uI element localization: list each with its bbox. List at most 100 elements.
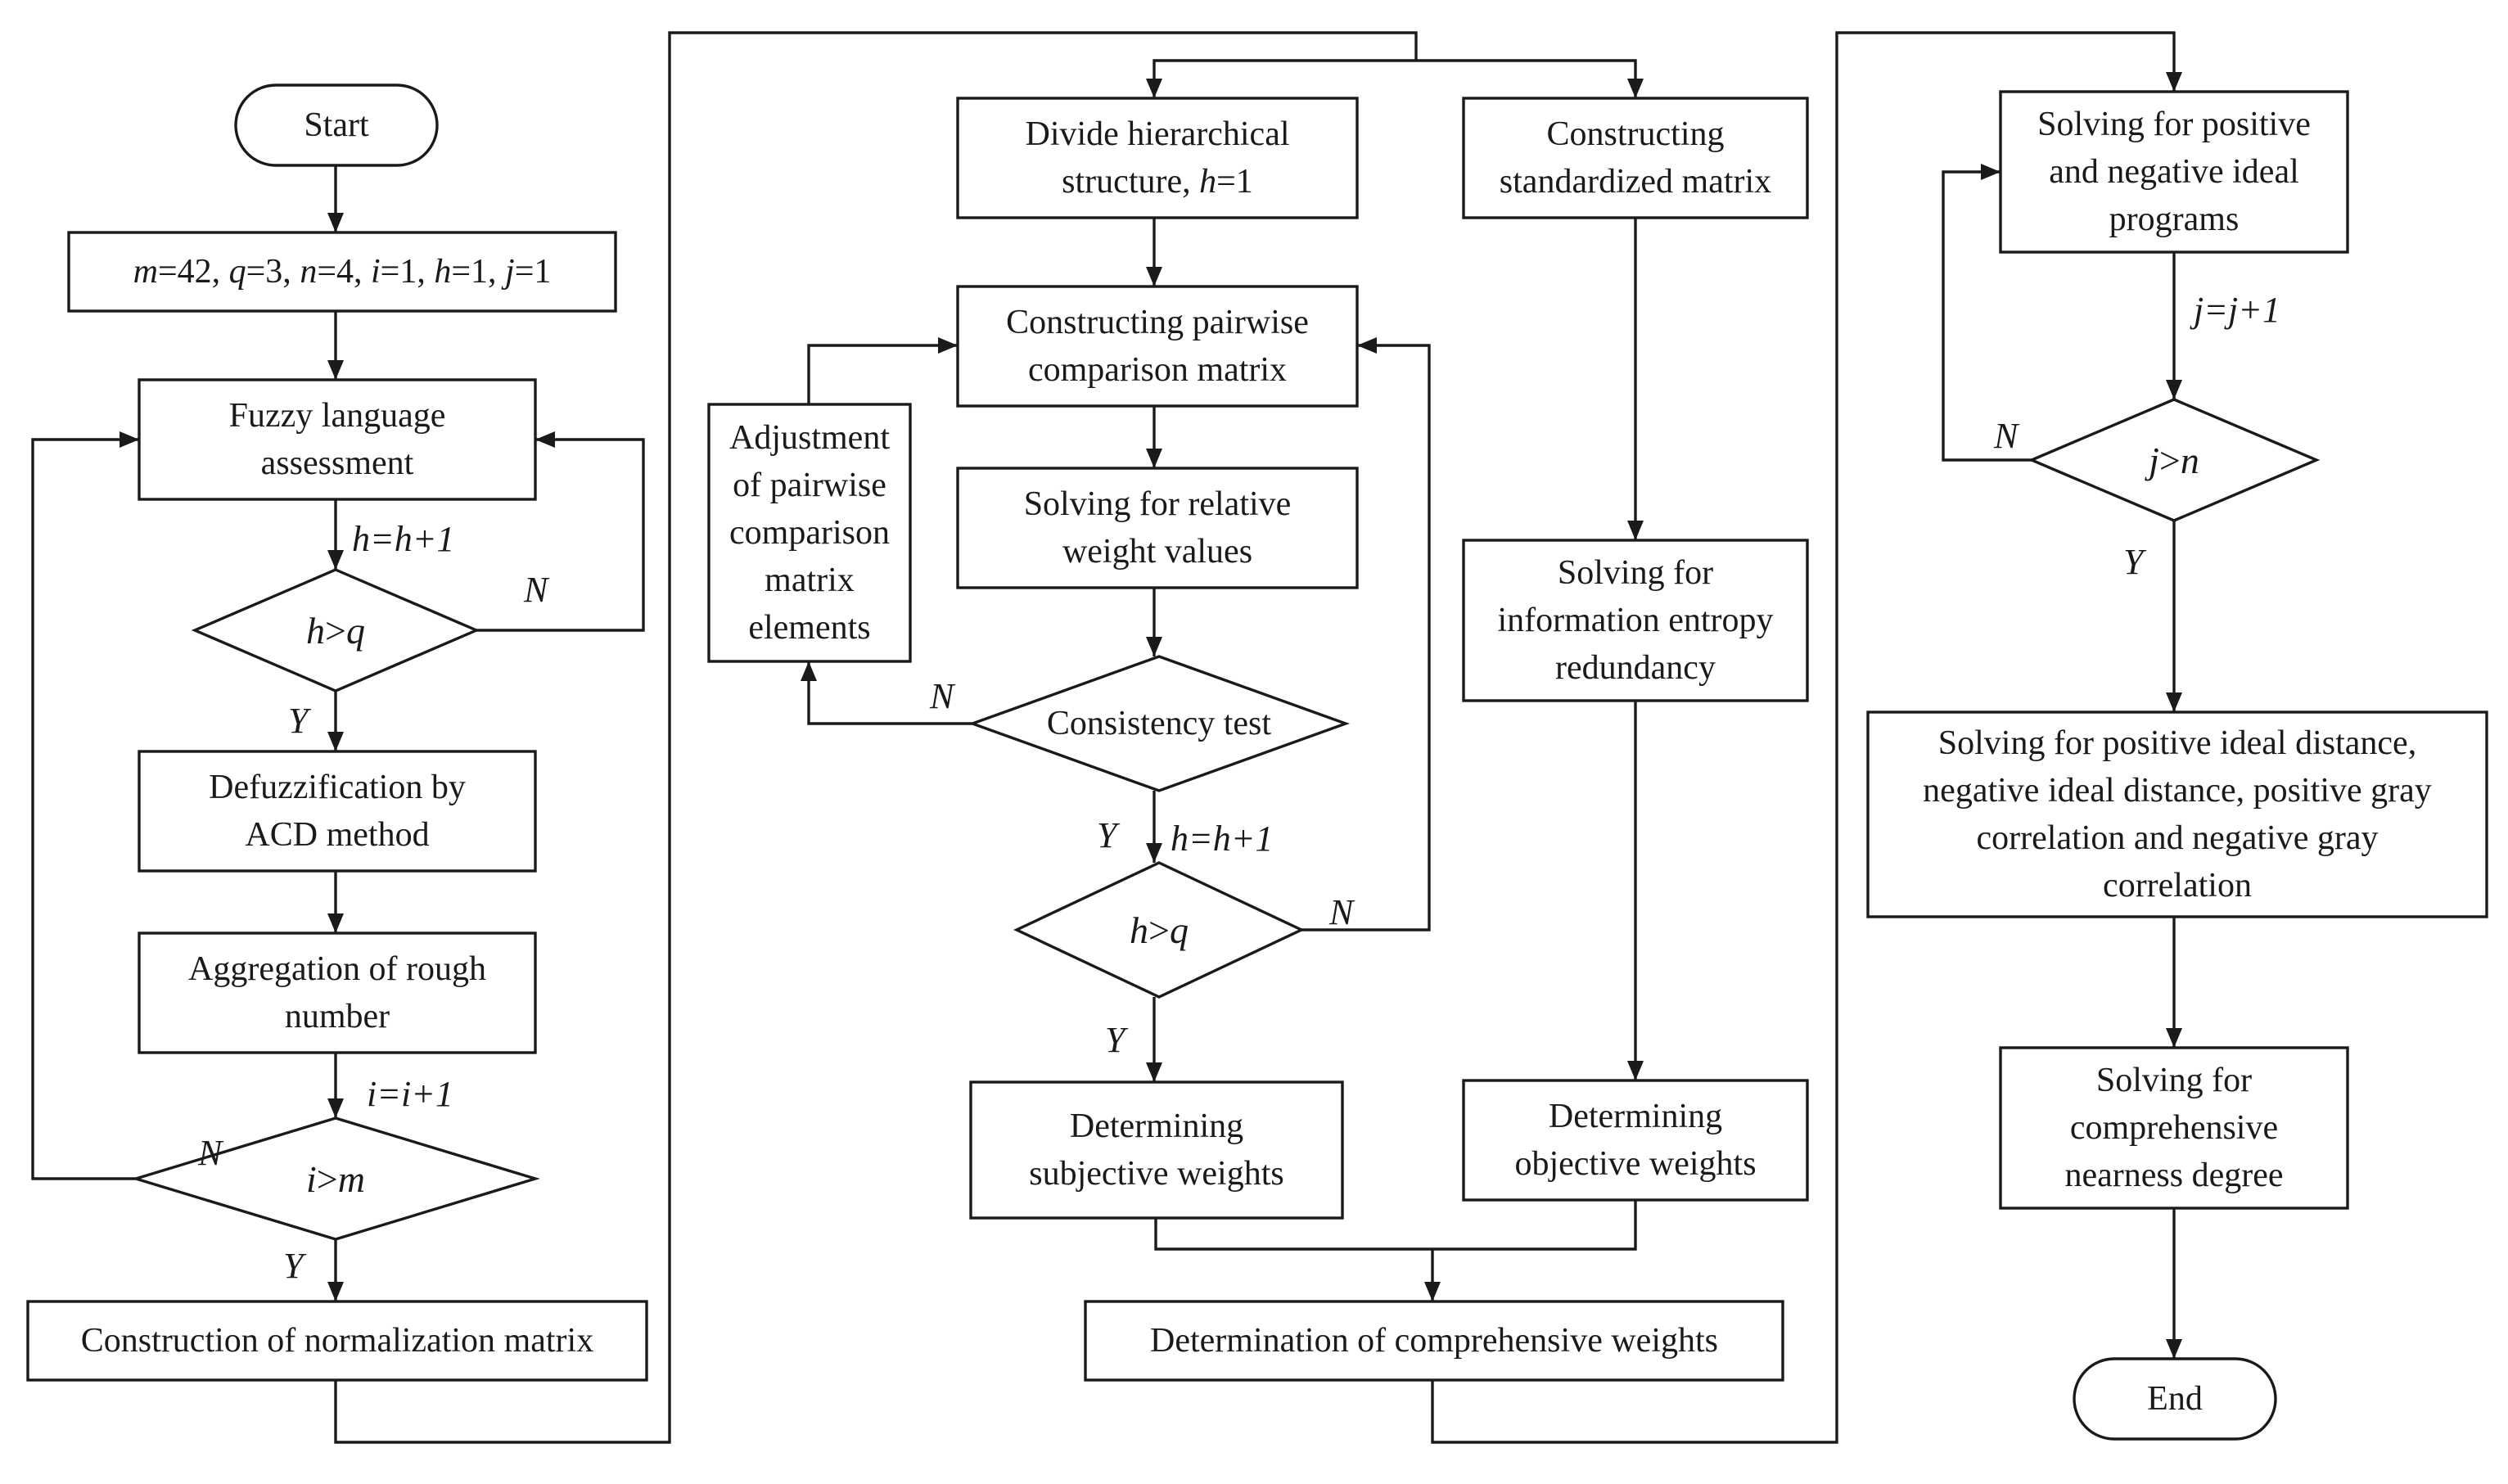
label-j-yes: Y: [2123, 542, 2147, 582]
c1-start-init-arrowhead: [327, 213, 344, 232]
c1-fuzzy-hcond-arrowhead: [327, 550, 344, 570]
adjust-pairwise-box-text: comparison: [729, 514, 890, 552]
nearness-degree-box-text: Solving for: [2096, 1062, 2252, 1099]
label-h-update-1: h=h+1: [352, 519, 454, 559]
i-condition-shape: [131, 1116, 540, 1241]
ideal-programs-box-text: programs: [2109, 201, 2240, 238]
defuzzification-box-text: Defuzzification by: [209, 769, 466, 806]
start-node: Start: [234, 83, 439, 167]
c3-ideal-jcond-arrowhead: [2166, 380, 2182, 399]
entropy-redundancy-box-text: redundancy: [1555, 649, 1716, 687]
label-j-update: j=j+1: [2190, 290, 2280, 330]
c2-consistency-no: [807, 661, 972, 725]
label-consistency-yes: Y: [1097, 815, 1121, 855]
pairwise-matrix-box-text: Constructing pairwise: [1006, 304, 1309, 341]
c2-split-left: [1153, 59, 1416, 98]
fuzzy-assessment-box-text: Fuzzy language: [229, 397, 446, 435]
defuzzification-box-box: [138, 750, 537, 873]
consistency-test-text: Consistency test: [1047, 705, 1271, 742]
entropy-redundancy-box: Solving for information entropy redundancy: [1462, 539, 1809, 702]
nearness-degree-box-text: nearness degree: [2064, 1157, 2283, 1194]
c2-hcond-subjective-arrowhead: [1146, 1062, 1162, 1082]
divide-hierarchy-box-box: [956, 97, 1359, 219]
ideal-distance-box-box: [1866, 710, 2488, 918]
fuzzy-assessment-box-text: assessment: [261, 444, 414, 482]
h-condition-1-shape: [191, 568, 480, 692]
ideal-distance-box-text: correlation and negative gray: [1977, 819, 2379, 857]
standardized-matrix-box-text: Constructing: [1547, 115, 1725, 153]
subjective-weights-box-box: [969, 1080, 1344, 1220]
subjective-weights-box-text: subjective weights: [1029, 1155, 1283, 1193]
c2-consistency-no-arrowhead: [801, 661, 817, 681]
ideal-programs-box-text: and negative ideal: [2049, 153, 2299, 191]
c1-hcond-defuzz-arrowhead: [327, 732, 344, 751]
ideal-distance-box-text: Solving for positive ideal distance,: [1938, 724, 2416, 762]
relative-weights-box-text: Solving for relative: [1024, 485, 1292, 523]
c1-h-no-loop-arrowhead: [535, 431, 555, 448]
label-h-no-1: N: [523, 570, 550, 610]
divide-hierarchy-box-text: structure, h=1: [1062, 163, 1253, 201]
objective-weights-box-box: [1462, 1079, 1809, 1202]
relative-weights-box-text: weight values: [1062, 533, 1252, 571]
connector-lines: [31, 31, 2182, 1444]
adjust-pairwise-box-text: elements: [748, 609, 870, 647]
aggregation-box-box: [138, 931, 537, 1054]
label-h-yes-1: Y: [288, 701, 312, 741]
subjective-weights-box-text: Determining: [1070, 1107, 1243, 1145]
c2-consistency-hcond-arrowhead: [1146, 843, 1162, 863]
c1-defuzz-agg-arrowhead: [327, 913, 344, 933]
c2-split-right: [1416, 59, 1637, 98]
c2-entropy-objective-arrowhead: [1627, 1061, 1644, 1080]
ideal-distance-box-text: correlation: [2103, 867, 2252, 904]
pairwise-matrix-box-text: comparison matrix: [1028, 351, 1287, 389]
i-condition-text: i>m: [306, 1158, 365, 1200]
label-h-yes-2: Y: [1105, 1020, 1129, 1060]
comprehensive-weights-box-box: [1084, 1300, 1784, 1382]
entropy-redundancy-box-text: Solving for: [1558, 554, 1713, 592]
c2-split-left-arrowhead: [1146, 79, 1162, 98]
label-h-no-2: N: [1328, 892, 1355, 932]
h-condition-2: h>q: [1013, 861, 1305, 999]
pairwise-matrix-box-box: [956, 285, 1359, 408]
c1-agg-icond-arrowhead: [327, 1098, 344, 1118]
consistency-test: Consistency test: [968, 655, 1351, 792]
comprehensive-weights-box-text: Determination of comprehensive weights: [1150, 1322, 1718, 1360]
c1-h-no-loop: [476, 438, 645, 632]
objective-weights-box-text: objective weights: [1514, 1145, 1756, 1183]
aggregation-box-text: number: [285, 998, 390, 1035]
c2-split-right-arrowhead: [1627, 79, 1644, 98]
end-node-shape: [2073, 1357, 2277, 1441]
start-node-text: Start: [304, 106, 369, 144]
c2-pairwise-relative-arrowhead: [1146, 449, 1162, 468]
c2-adjust-pairwise-arrowhead: [938, 337, 958, 354]
label-consistency-no: N: [929, 676, 956, 716]
c2-merge-right: [1432, 1200, 1637, 1251]
j-condition-text: j>n: [2145, 440, 2199, 481]
objective-weights-box: Determining objective weights: [1462, 1079, 1809, 1202]
start-node-shape: [234, 83, 439, 167]
c3-j-no-loop: [1942, 170, 2032, 462]
objective-weights-box-text: Determining: [1549, 1098, 1722, 1135]
entropy-redundancy-box-text: information entropy: [1497, 602, 1773, 639]
link-col2-col3-arrowhead: [2166, 72, 2182, 92]
c2-relative-consistency-arrowhead: [1146, 637, 1162, 656]
h-condition-1: h>q: [191, 568, 480, 692]
entropy-redundancy-box-box: [1462, 539, 1809, 702]
nearness-degree-box-box: [1999, 1046, 2349, 1210]
relative-weights-box-box: [956, 467, 1359, 589]
h-condition-1-text: h>q: [306, 610, 365, 652]
c2-standardized-entropy-arrowhead: [1627, 521, 1644, 540]
end-node: End: [2073, 1357, 2277, 1441]
comprehensive-weights-box: Determination of comprehensive weights: [1084, 1300, 1784, 1382]
c2-hcond-no-loop: [1301, 344, 1431, 931]
j-condition-shape: [2028, 398, 2321, 522]
